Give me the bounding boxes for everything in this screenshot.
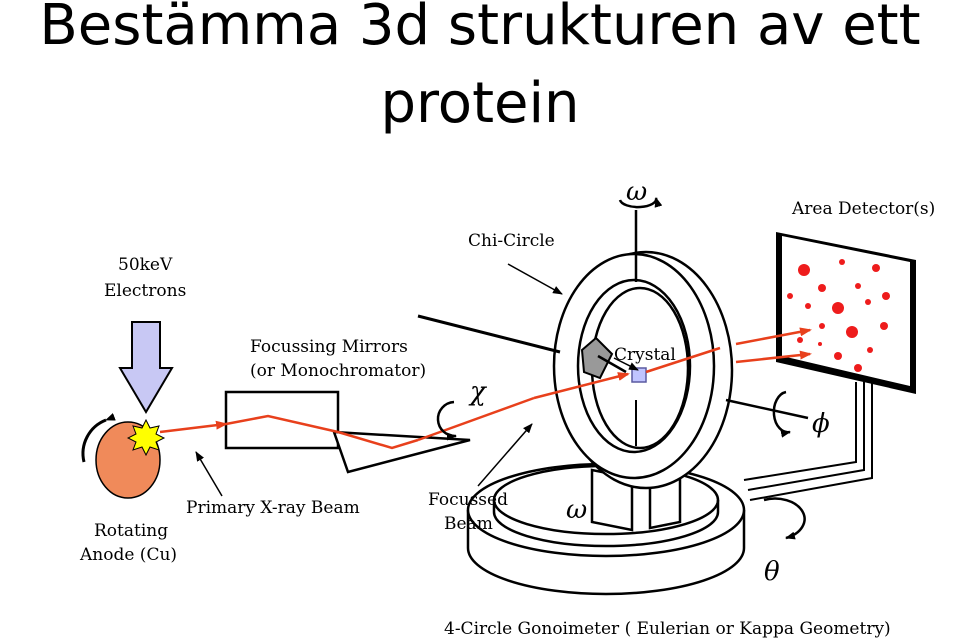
symbol-omega-top: ω [626, 177, 647, 207]
diffraction-spots [787, 259, 890, 372]
page-title-line-1: Bestämma 3d strukturen av ett [39, 0, 921, 58]
label-focussed-line2: Beam [444, 514, 493, 534]
symbol-chi: χ [468, 377, 488, 407]
phi-rotation-arrow [772, 390, 791, 438]
goniometer-head [580, 336, 627, 380]
anode-rotation-arrow [81, 413, 116, 463]
label-mirrors-line2: (or Monochromator) [250, 361, 426, 381]
label-primary-beam: Primary X-ray Beam [186, 498, 360, 518]
label-mirrors-line1: Focussing Mirrors [250, 337, 408, 357]
spark-icon [126, 418, 166, 457]
xray-beam [159, 327, 812, 450]
crystal [631, 367, 647, 383]
detector-cable [743, 378, 873, 501]
electron-arrow [118, 321, 174, 414]
phi-axis [725, 398, 809, 420]
label-electrons-line2: Electrons [104, 281, 186, 301]
label-crystal: Crystal [614, 345, 676, 365]
label-area-detector: Area Detector(s) [791, 199, 935, 219]
page-title-line-2: protein [380, 71, 580, 136]
omega-rotation-arrow [618, 197, 663, 209]
theta-rotation-arrow [763, 497, 806, 540]
area-detector [776, 232, 916, 394]
symbol-theta: θ [764, 557, 780, 587]
symbol-phi: ϕ [812, 409, 830, 439]
symbol-omega-base: ω [566, 495, 587, 525]
label-electrons-line1: 50keV [118, 255, 173, 275]
label-chi-circle: Chi-Circle [468, 231, 555, 251]
goniometer-base [466, 460, 746, 596]
chi-rotation-arrow [436, 400, 457, 441]
label-focussed-line1: Focussed [428, 490, 508, 510]
label-anode-line2: Anode (Cu) [79, 545, 177, 565]
pointer-arrows [195, 263, 639, 497]
label-anode-line1: Rotating [94, 521, 168, 541]
label-goniometer: 4-Circle Gonoimeter ( Eulerian or Kappa … [444, 619, 891, 639]
chi-axis [417, 314, 561, 354]
